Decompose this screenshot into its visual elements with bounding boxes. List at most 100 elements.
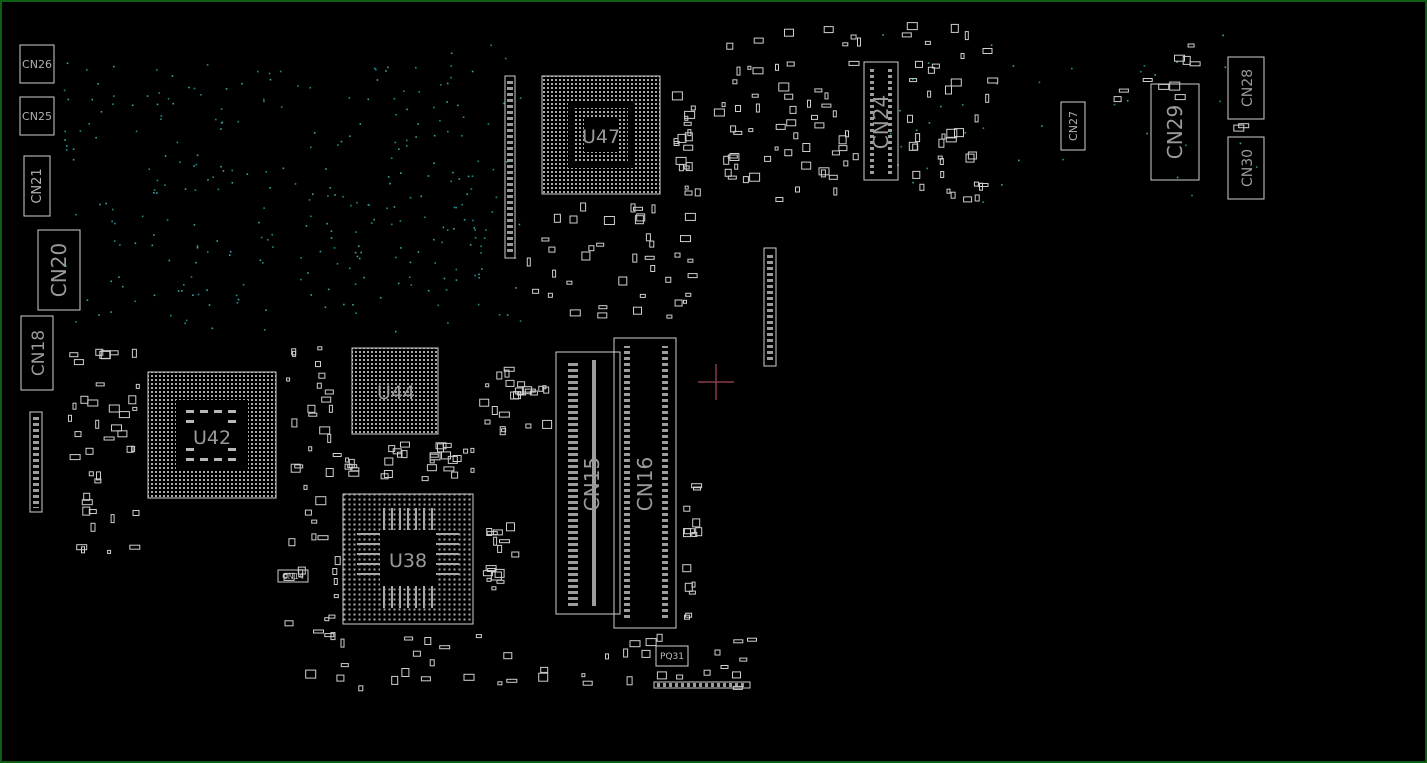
smd-part <box>324 633 335 638</box>
smd-part <box>504 369 510 378</box>
via-dot <box>153 234 155 236</box>
smd-part <box>442 442 452 448</box>
smd-part <box>724 168 732 177</box>
smd-part <box>656 671 667 680</box>
smd-part <box>786 119 797 127</box>
smd-part <box>633 206 643 211</box>
chip-u38[interactable]: U38 <box>342 493 474 625</box>
smd-part <box>645 233 651 242</box>
via-dot <box>99 203 101 206</box>
chip-u47[interactable]: U47 <box>541 75 661 195</box>
smd-part <box>328 404 333 413</box>
via-dot <box>153 189 156 191</box>
smd-part <box>441 451 451 460</box>
via-dot <box>470 188 473 190</box>
via-dot <box>358 257 361 260</box>
via-dot <box>928 122 931 124</box>
connector-cn26[interactable]: CN26 <box>19 44 55 84</box>
smd-part <box>69 352 79 358</box>
connector-cn30[interactable]: CN30 <box>1227 136 1265 200</box>
via-dot <box>461 135 463 137</box>
via-dot <box>327 195 329 197</box>
smd-part <box>68 414 72 422</box>
smd-part <box>775 123 786 130</box>
smd-part <box>784 28 794 37</box>
smd-part <box>108 404 120 413</box>
via-dot <box>409 261 412 264</box>
smd-part <box>463 673 475 681</box>
via-dot <box>439 84 442 86</box>
smd-part <box>954 128 964 138</box>
cn28-label: CN28 <box>1240 69 1256 107</box>
smd-part <box>401 450 408 459</box>
smd-part <box>848 60 860 66</box>
part-pq31[interactable]: PQ31 <box>655 645 689 667</box>
smd-part <box>596 242 605 247</box>
cn20-label: CN20 <box>47 243 71 297</box>
chip-u42[interactable]: U42 <box>147 371 277 499</box>
chip-u44[interactable]: U44 <box>351 347 439 435</box>
connector-cn28[interactable]: CN28 <box>1227 56 1265 120</box>
smd-part <box>497 544 503 553</box>
connector-cn24[interactable]: CN24 <box>863 61 899 181</box>
connector-cn18[interactable]: CN18 <box>20 315 54 391</box>
smd-part <box>392 448 402 455</box>
smd-part <box>786 61 795 67</box>
connector-cn20[interactable]: CN20 <box>37 229 81 311</box>
via-dot <box>241 82 243 85</box>
smd-part <box>676 674 684 680</box>
smd-part <box>439 645 451 650</box>
via-dot <box>79 130 82 132</box>
via-dot <box>279 70 282 73</box>
smd-part <box>691 483 703 489</box>
via-dot <box>477 303 480 306</box>
via-dot <box>179 161 181 163</box>
cn18-label: CN18 <box>29 330 49 376</box>
via-dot <box>441 241 443 244</box>
smd-part <box>294 464 304 469</box>
smd-part <box>492 529 503 536</box>
via-dot <box>433 238 435 241</box>
via-dot <box>1176 176 1179 179</box>
via-dot <box>294 183 297 185</box>
via-dot <box>259 259 262 262</box>
via-dot <box>472 219 474 222</box>
smd-part <box>924 40 931 45</box>
smd-part <box>965 153 975 163</box>
smd-part <box>755 103 760 113</box>
via-dot <box>192 294 194 296</box>
via-dot <box>450 76 452 79</box>
via-dot <box>400 172 402 174</box>
connector-cn25[interactable]: CN25 <box>19 96 55 136</box>
smd-part <box>135 383 140 389</box>
smd-part <box>328 614 336 619</box>
connector-cn21[interactable]: CN21 <box>23 155 51 217</box>
connector-cn27[interactable]: CN27 <box>1060 101 1086 151</box>
via-dot <box>310 215 312 218</box>
smd-part <box>538 385 544 392</box>
smd-part <box>350 467 360 472</box>
via-dot <box>325 168 327 170</box>
smd-part <box>703 669 711 676</box>
smd-part <box>95 382 105 387</box>
via-dot <box>237 298 240 301</box>
smd-part <box>732 79 738 85</box>
connector-cn15[interactable]: CN15 <box>555 351 621 615</box>
smd-part <box>639 293 646 298</box>
smd-part <box>94 478 102 484</box>
via-dot <box>193 87 196 90</box>
connector-cn16[interactable]: CN16 <box>613 337 677 629</box>
via-dot <box>220 165 222 168</box>
smd-part <box>87 399 99 407</box>
via-dot <box>427 175 430 177</box>
via-dot <box>406 145 408 147</box>
via-dot <box>63 89 66 92</box>
smd-part <box>552 269 557 278</box>
cn26-label: CN26 <box>22 58 52 71</box>
connector-cn14[interactable]: CN14 <box>277 569 309 583</box>
connector-cn29[interactable]: CN29 <box>1150 83 1200 181</box>
via-dot <box>485 229 487 231</box>
smd-part <box>650 265 656 272</box>
